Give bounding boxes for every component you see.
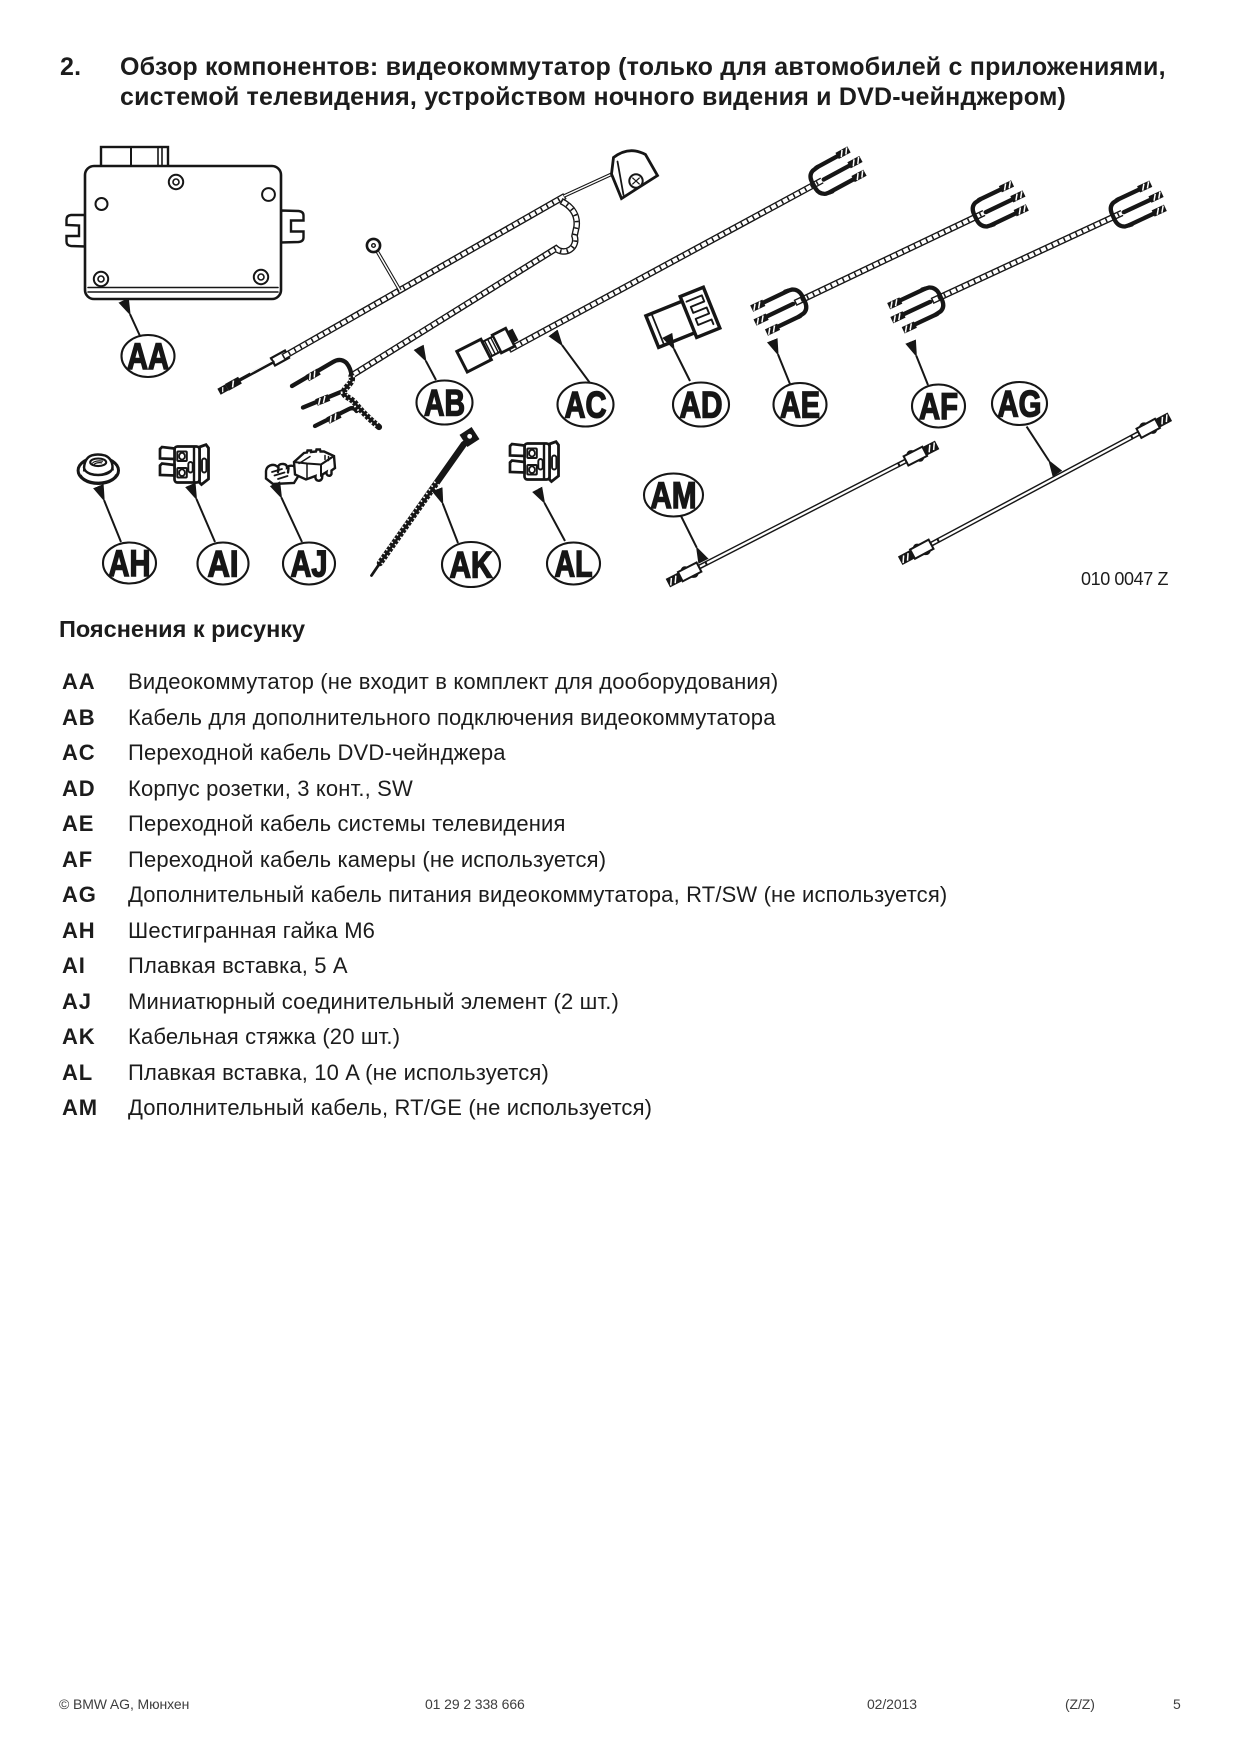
svg-text:AB: AB <box>424 383 465 424</box>
svg-text:AD: AD <box>680 385 723 426</box>
svg-text:AF: AF <box>919 386 958 427</box>
svg-text:AK: AK <box>450 545 493 586</box>
svg-text:AJ: AJ <box>291 544 328 585</box>
svg-text:AI: AI <box>208 544 239 585</box>
svg-text:AM: AM <box>651 475 697 516</box>
svg-text:AG: AG <box>998 384 1042 425</box>
svg-text:AA: AA <box>127 336 169 377</box>
svg-text:AH: AH <box>109 543 151 584</box>
svg-text:AC: AC <box>565 385 607 426</box>
svg-text:AE: AE <box>780 385 820 426</box>
svg-text:AL: AL <box>555 544 593 585</box>
